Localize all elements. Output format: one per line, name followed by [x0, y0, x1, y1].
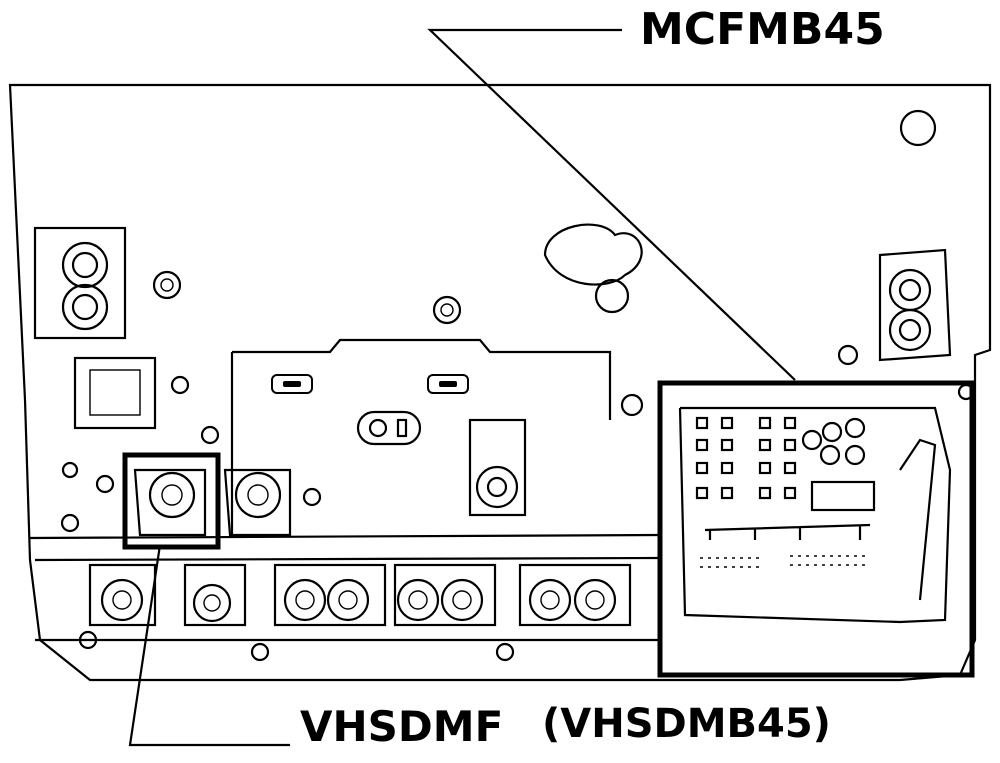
hsd-connector: [223, 468, 292, 537]
square-connector: [73, 356, 157, 430]
lower-chassis-edge: [29, 533, 661, 642]
main-multipin-connector-highlighted: [657, 380, 975, 678]
screw-icon: [432, 295, 462, 325]
screw-icon: [78, 630, 98, 650]
mounting-hole: [899, 109, 937, 147]
screw-icon: [61, 461, 79, 479]
screw-icon: [620, 393, 644, 417]
screw-icon: [160, 278, 174, 292]
connector-pin-grid: [695, 416, 797, 500]
square-connector: [89, 369, 141, 416]
center-coax-connector: [468, 418, 527, 517]
leader-line-bottom: [128, 544, 290, 747]
callout-vhsdmb45: (VHSDMB45): [542, 701, 831, 747]
lower-coax-row: [88, 563, 632, 627]
usb-port: [283, 381, 301, 387]
screw-icon: [152, 270, 182, 300]
callout-vhsdmf: VHSDMF: [300, 702, 504, 751]
panel-cutout: [543, 223, 643, 286]
right-antenna-connector-block: [878, 248, 952, 362]
usb-port: [439, 381, 457, 387]
center-connector-frame: [230, 338, 612, 535]
screw-icon: [170, 375, 190, 395]
screw-icon: [200, 425, 220, 445]
screw-icon: [95, 474, 115, 494]
left-antenna-connector-block: [33, 226, 127, 340]
screw-icon: [495, 642, 515, 662]
screw-icon: [302, 487, 322, 507]
screw-icon: [60, 513, 80, 533]
screw-group: [60, 109, 975, 662]
hsd-connector-highlighted: [122, 452, 221, 550]
callout-mcfmb45: MCFMB45: [640, 4, 885, 55]
center-bracket: [356, 410, 422, 446]
panel-cutout: [594, 278, 630, 314]
screw-icon: [440, 303, 454, 317]
leader-line-top: [427, 28, 796, 381]
screw-icon: [837, 344, 859, 366]
screw-icon: [250, 642, 270, 662]
